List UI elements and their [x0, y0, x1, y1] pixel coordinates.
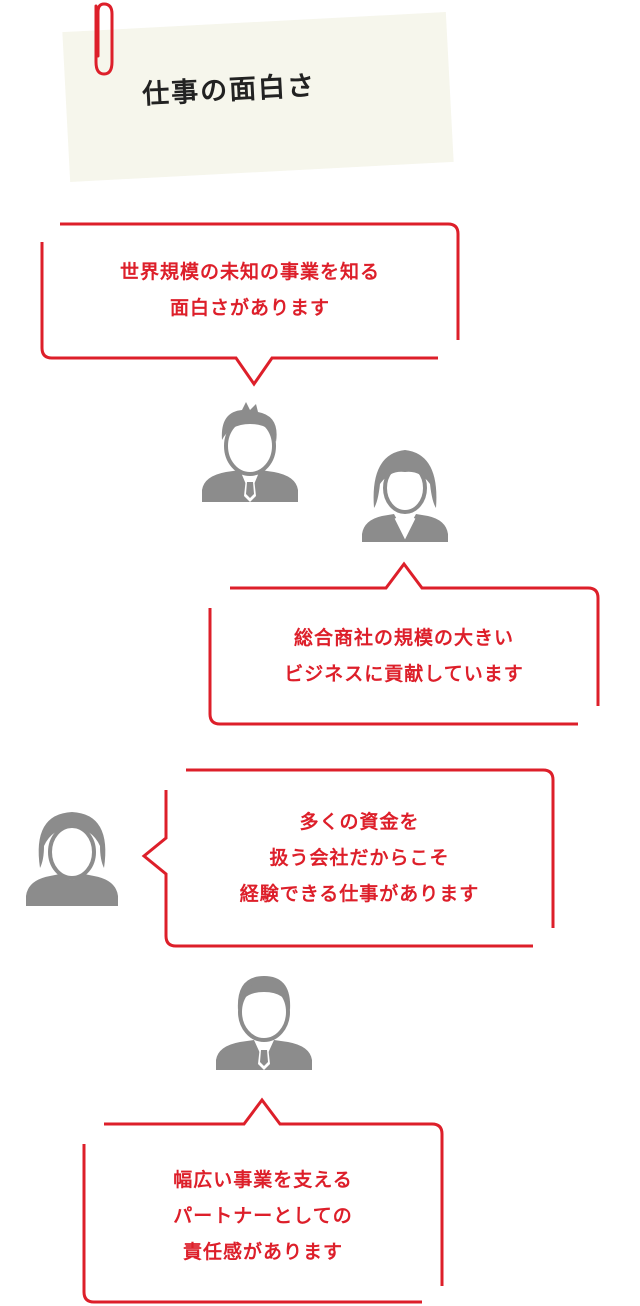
speech-bubble-3-text: 多くの資金を 扱う会社だからこそ 経験できる仕事があります — [166, 804, 553, 912]
bubble-line: パートナーとしての — [173, 1205, 353, 1227]
speech-bubble-2-text: 総合商社の規模の大きい ビジネスに貢献しています — [210, 620, 598, 692]
bubble-line: 幅広い事業を支える — [173, 1169, 353, 1191]
woman-short-hair-icon — [26, 812, 118, 906]
woman-long-hair-icon — [362, 450, 448, 542]
bubble-line: 多くの資金を — [299, 811, 420, 833]
bubble-line: 総合商社の規模の大きい — [293, 627, 514, 649]
bubble-line: 経験できる仕事があります — [239, 883, 480, 905]
bubble-line: 世界規模の未知の事業を知る — [119, 261, 380, 283]
bubble-line: ビジネスに貢献しています — [284, 663, 524, 685]
paperclip-icon — [94, 2, 114, 76]
speech-bubble-1-text: 世界規模の未知の事業を知る 面白さがあります — [42, 254, 458, 326]
bubble-line: 扱う会社だからこそ — [269, 847, 450, 869]
speech-bubble-4-text: 幅広い事業を支える パートナーとしての 責任感があります — [84, 1162, 442, 1270]
man-spiky-hair-icon — [202, 402, 298, 502]
bubble-line: 責任感があります — [182, 1241, 343, 1263]
man-icon — [216, 976, 312, 1070]
bubble-line: 面白さがあります — [169, 297, 330, 319]
